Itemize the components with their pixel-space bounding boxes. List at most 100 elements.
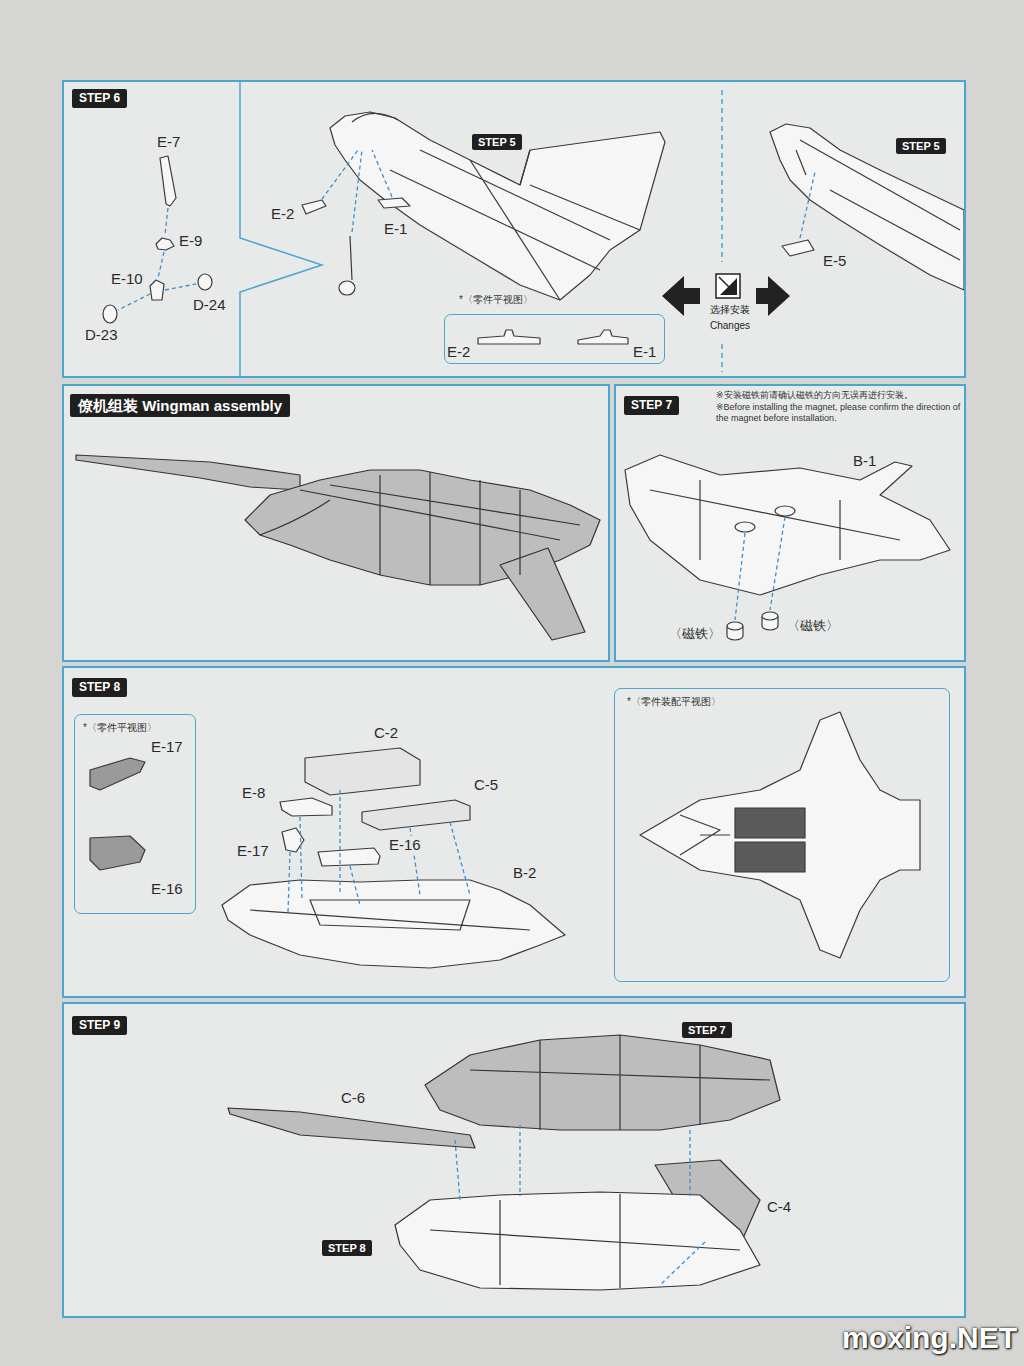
wingman-drawing [76,455,600,640]
option-badge: 选择安装 Changes [698,274,762,340]
part-drawing [578,330,628,344]
part-drawing [378,198,410,208]
part-drawing [330,112,665,300]
step9-drawing [425,1035,780,1130]
changes-icon [662,276,700,316]
step7-drawing [650,480,900,560]
part-number: E-9 [178,232,203,250]
part-drawing [770,124,964,290]
wingman-drawing [76,455,300,490]
wingman-drawing [260,472,580,585]
part-number: E-8 [241,784,266,802]
part-number: E-16 [388,836,422,854]
changes-icon [756,276,790,316]
step8-drawing [305,748,420,795]
part-drawing [198,274,212,290]
wingman-drawing [500,548,585,640]
leader-line [455,1125,705,1285]
step8-drawing [222,880,565,968]
step8-drawing [90,758,145,790]
part-drawing [352,113,640,300]
divider [240,82,722,376]
step7-drawing [762,612,778,630]
part-drawing [339,281,355,295]
note-text: ※Before installing the magnet, please co… [716,402,962,424]
part-number: C-5 [473,776,499,794]
leader-line [288,790,470,912]
part-number: B-2 [512,864,537,882]
part-number: E-2 [270,205,295,223]
step8-drawing [735,808,805,838]
step-reference: STEP 7 [682,1022,732,1038]
step7-drawing [625,455,950,595]
step-panel: 僚机组装 Wingman assembly [62,384,610,662]
leader-line [118,208,196,310]
part-drawing [150,280,164,300]
step8-drawing [90,712,920,968]
part-drawing [103,112,964,344]
leader-line [322,150,392,232]
part-drawing [103,305,117,323]
leader-line [735,517,785,620]
step8-drawing [90,836,145,870]
leader-line [118,150,815,1285]
inset-heading: *〈零件装配平视图〉 [625,695,723,708]
panel-ground [62,384,610,662]
part-number: E-1 [632,343,657,361]
step-panel: *〈零件平视图〉选择安装 Changes STEP 6 [62,80,966,378]
section-heading: 僚机组装 Wingman assembly [70,394,290,417]
magnet-label: 〈磁铁〉 [786,618,840,634]
step-badge: STEP 8 [72,678,127,697]
part-drawing [156,238,174,250]
step9-drawing [395,1192,760,1290]
part-number: E-1 [383,220,408,238]
changes-icon [719,277,730,288]
step-panel: *〈零件平视图〉*〈零件装配平视图〉STEP 8 [62,666,966,998]
part-number: E-7 [156,133,181,151]
step8-drawing [680,815,730,855]
part-number: C-6 [340,1089,366,1107]
step-reference: STEP 5 [472,134,522,150]
step7-drawing [775,506,795,516]
step8-drawing [250,900,530,930]
divider [240,82,322,376]
step-panel: STEP 9 [62,1002,966,1318]
changes-icon [720,278,737,295]
part-number: E-16 [150,880,184,898]
part-number: B-1 [852,452,877,470]
leader-line [800,172,815,238]
inset-heading: *〈零件平视图〉 [457,293,535,306]
panel-ground [62,80,966,1318]
step7-drawing [625,455,950,640]
option-text: 选择安装 [710,304,750,316]
watermark: moxing.NET [841,1320,1018,1356]
option-text: Changes [710,320,750,332]
part-number: E-5 [822,252,847,270]
magnet-label: 〈磁铁〉 [668,626,722,642]
step-badge: STEP 9 [72,1016,127,1035]
part-drawing [160,156,176,206]
part-number: E-17 [236,842,270,860]
step8-drawing [280,798,332,816]
part-drawing [796,150,806,175]
part-number: D-23 [84,326,119,344]
step9-drawing [470,1035,770,1130]
step7-drawing [735,522,755,532]
panel-ground [62,1002,966,1318]
panel-ground [614,384,966,662]
part-drawing [302,200,326,214]
part-drawing [782,240,814,256]
note-text: ※安装磁铁前请确认磁铁的方向无误再进行安装。 [716,390,962,401]
part-number: D-24 [192,296,227,314]
part-drawing [800,140,960,260]
step7-drawing [727,622,743,640]
step8-drawing [735,842,805,872]
step-badge: STEP 6 [72,89,127,108]
changes-icon [716,274,740,298]
panel-ground [62,80,966,378]
part-number: C-2 [373,724,399,742]
step8-drawing [318,848,380,866]
step8-drawing [362,800,470,830]
panel-ground [62,666,966,998]
